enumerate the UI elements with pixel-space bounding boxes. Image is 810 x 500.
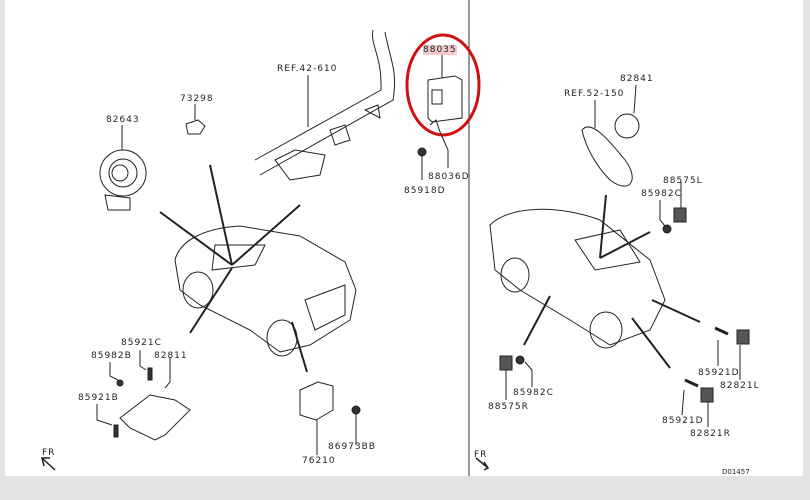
- label-ref-52-150[interactable]: REF.52-150: [564, 89, 625, 99]
- label-85921D-top[interactable]: 85921D: [698, 368, 740, 378]
- vehicle-left: [174, 225, 357, 357]
- label-82811[interactable]: 82811: [154, 351, 188, 361]
- part-73298: [185, 119, 206, 135]
- module-88035: [427, 75, 463, 123]
- vehicle-right: [489, 208, 666, 349]
- label-85921D-bottom[interactable]: 85921D: [662, 416, 704, 426]
- srs-unit-82811: [113, 367, 191, 441]
- label-82841[interactable]: 82841: [620, 74, 654, 84]
- label-88575L[interactable]: 88575L: [663, 176, 703, 186]
- speaker-82841: [614, 113, 640, 139]
- nut-85918D: [417, 147, 427, 157]
- sensor-82821L: [736, 329, 750, 345]
- sensor-76210: [299, 381, 361, 421]
- label-ref-42-610[interactable]: REF.42-610: [277, 64, 338, 74]
- clock-spring-82643: [99, 149, 147, 211]
- label-86973BB[interactable]: 86973BB: [328, 442, 376, 452]
- label-85921B[interactable]: 85921B: [78, 393, 119, 403]
- sensor-88575L: [673, 207, 687, 223]
- trim-ref52: [581, 126, 633, 187]
- label-82821L[interactable]: 82821L: [720, 381, 760, 391]
- sensor-88575R: [499, 355, 513, 371]
- label-85921C[interactable]: 85921C: [121, 338, 162, 348]
- label-73298[interactable]: 73298: [180, 94, 214, 104]
- arrows-left: [159, 164, 308, 373]
- label-85918D[interactable]: 85918D: [404, 186, 446, 196]
- label-88036D[interactable]: 88036D: [428, 172, 470, 182]
- fr-label-left: FR: [42, 448, 56, 458]
- arrows-right: [523, 194, 701, 369]
- sensor-82821R: [700, 387, 714, 403]
- label-85982C-top[interactable]: 85982C: [641, 189, 682, 199]
- diagram-id: D01457: [722, 468, 750, 476]
- label-88035[interactable]: 88035: [423, 45, 457, 55]
- label-76210[interactable]: 76210: [302, 456, 336, 466]
- label-82821R[interactable]: 82821R: [690, 429, 731, 439]
- label-85982C-bottom[interactable]: 85982C: [513, 388, 554, 398]
- dashboard-reinforcement: [254, 29, 396, 181]
- fr-arrow-right: [475, 457, 490, 471]
- label-85982B[interactable]: 85982B: [91, 351, 132, 361]
- highlight-circle: [405, 33, 481, 137]
- label-88575R[interactable]: 88575R: [488, 402, 529, 412]
- fr-arrow-left: [41, 457, 56, 471]
- label-82643[interactable]: 82643: [106, 115, 140, 125]
- parts-diagram-sheet: [5, 0, 803, 476]
- fr-label-right: FR: [474, 450, 488, 460]
